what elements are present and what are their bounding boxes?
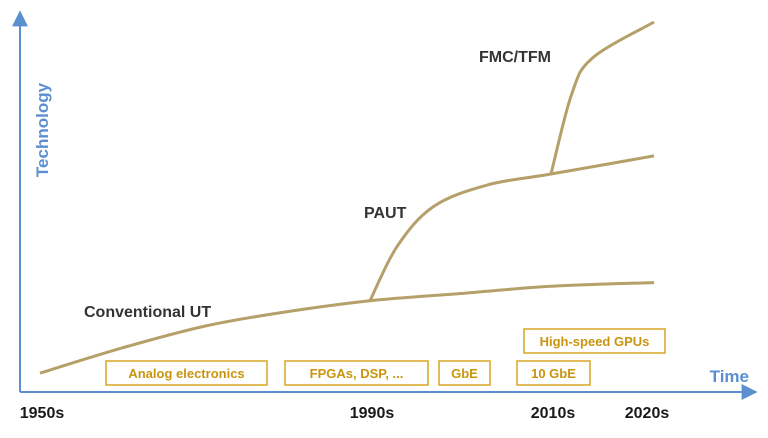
tech-box-label: High-speed GPUs	[540, 334, 650, 349]
tech-box-analog-electronics: Analog electronics	[105, 360, 268, 386]
series-label-conventional-ut: Conventional UT	[84, 304, 211, 321]
x-tick-label-1950s: 1950s	[20, 405, 65, 422]
tech-box-label: Analog electronics	[128, 366, 244, 381]
tech-box-gbe: GbE	[438, 360, 491, 386]
tech-box-label: FPGAs, DSP, ...	[310, 366, 404, 381]
series-line-fmc-tfm	[549, 20, 655, 175]
tech-box-label: GbE	[451, 366, 478, 381]
tech-box-high-speed-gpus: High-speed GPUs	[523, 328, 666, 354]
tech-box-10-gbe: 10 GbE	[516, 360, 591, 386]
series-label-paut: PAUT	[364, 205, 407, 222]
series-line-conventional-ut	[39, 281, 655, 375]
x-tick-label-1990s: 1990s	[350, 405, 395, 422]
tech-box-fpgas-dsp: FPGAs, DSP, ...	[284, 360, 429, 386]
series-line-paut	[368, 154, 655, 302]
y-axis-title: Technology	[33, 82, 52, 177]
tech-box-label: 10 GbE	[531, 366, 576, 381]
x-axis-title: Time	[710, 367, 749, 386]
x-tick-label-2020s: 2020s	[625, 405, 670, 422]
x-tick-label-2010s: 2010s	[531, 405, 576, 422]
series-label-fmc-tfm: FMC/TFM	[479, 49, 551, 66]
